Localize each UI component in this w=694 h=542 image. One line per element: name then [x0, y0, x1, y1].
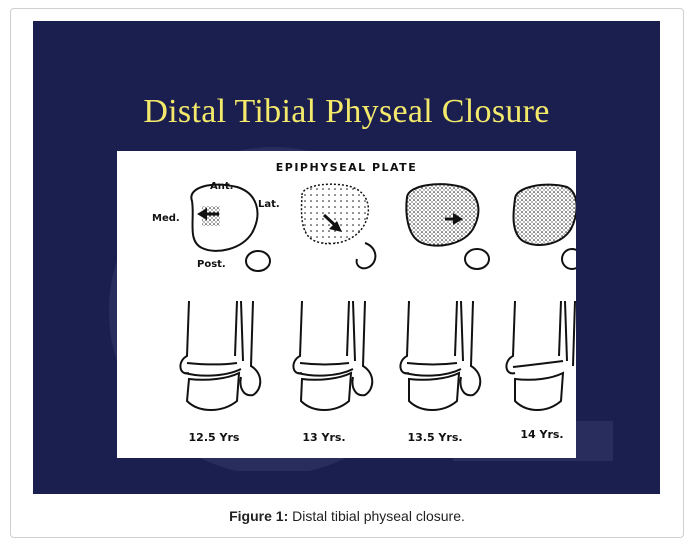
ankle-diagram: [117, 151, 576, 458]
figure-caption: Figure 1: Distal tibial physeal closure.: [10, 508, 684, 524]
diagram-panel: EPIPHYSEAL PLATE Ant. Lat. Med. Post. 12…: [117, 151, 576, 458]
ankle-stage-1: [180, 301, 260, 410]
caption-label: Figure 1:: [229, 508, 288, 524]
epiphysis-stage-2: [302, 184, 376, 268]
epiphysis-stage-3: [406, 184, 489, 269]
slide-title: Distal Tibial Physeal Closure: [33, 93, 660, 131]
plate-title: EPIPHYSEAL PLATE: [117, 161, 576, 174]
label-lateral: Lat.: [258, 199, 280, 210]
ankle-stage-3: [400, 301, 480, 410]
epiphysis-stage-4: [513, 185, 576, 269]
slide-image: Distal Tibial Physeal Closure: [33, 21, 660, 494]
age-label-2: 13 Yrs.: [284, 431, 364, 444]
ankle-stage-4: [506, 301, 575, 410]
age-label-3: 13.5 Yrs.: [395, 431, 475, 444]
caption-text: Distal tibial physeal closure.: [288, 508, 465, 524]
label-medial: Med.: [152, 213, 180, 224]
age-label-4: 14 Yrs.: [502, 428, 582, 441]
age-label-1: 12.5 Yrs: [174, 431, 254, 444]
label-posterior: Post.: [197, 259, 226, 270]
label-anterior: Ant.: [210, 181, 233, 192]
ankle-stage-2: [293, 301, 372, 410]
